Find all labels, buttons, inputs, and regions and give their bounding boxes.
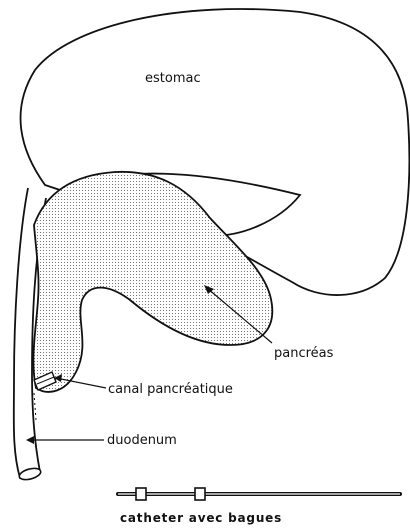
pancreas-label: pancréas — [274, 347, 333, 360]
catheter-ring — [195, 488, 205, 500]
catheter-ring — [136, 488, 146, 500]
catheter-drawing — [118, 488, 400, 500]
pancreas-shape — [33, 172, 272, 392]
pancreatic-duct-label: canal pancréatique — [108, 383, 233, 396]
duodenum-label: duodenum — [107, 434, 177, 447]
duodenum-dotted-line — [34, 393, 36, 420]
stomach-label: estomac — [145, 72, 201, 85]
catheter-label: catheter avec bagues — [120, 512, 282, 524]
duodenum-arrowhead — [26, 436, 34, 444]
duodenum-opening — [18, 466, 42, 481]
